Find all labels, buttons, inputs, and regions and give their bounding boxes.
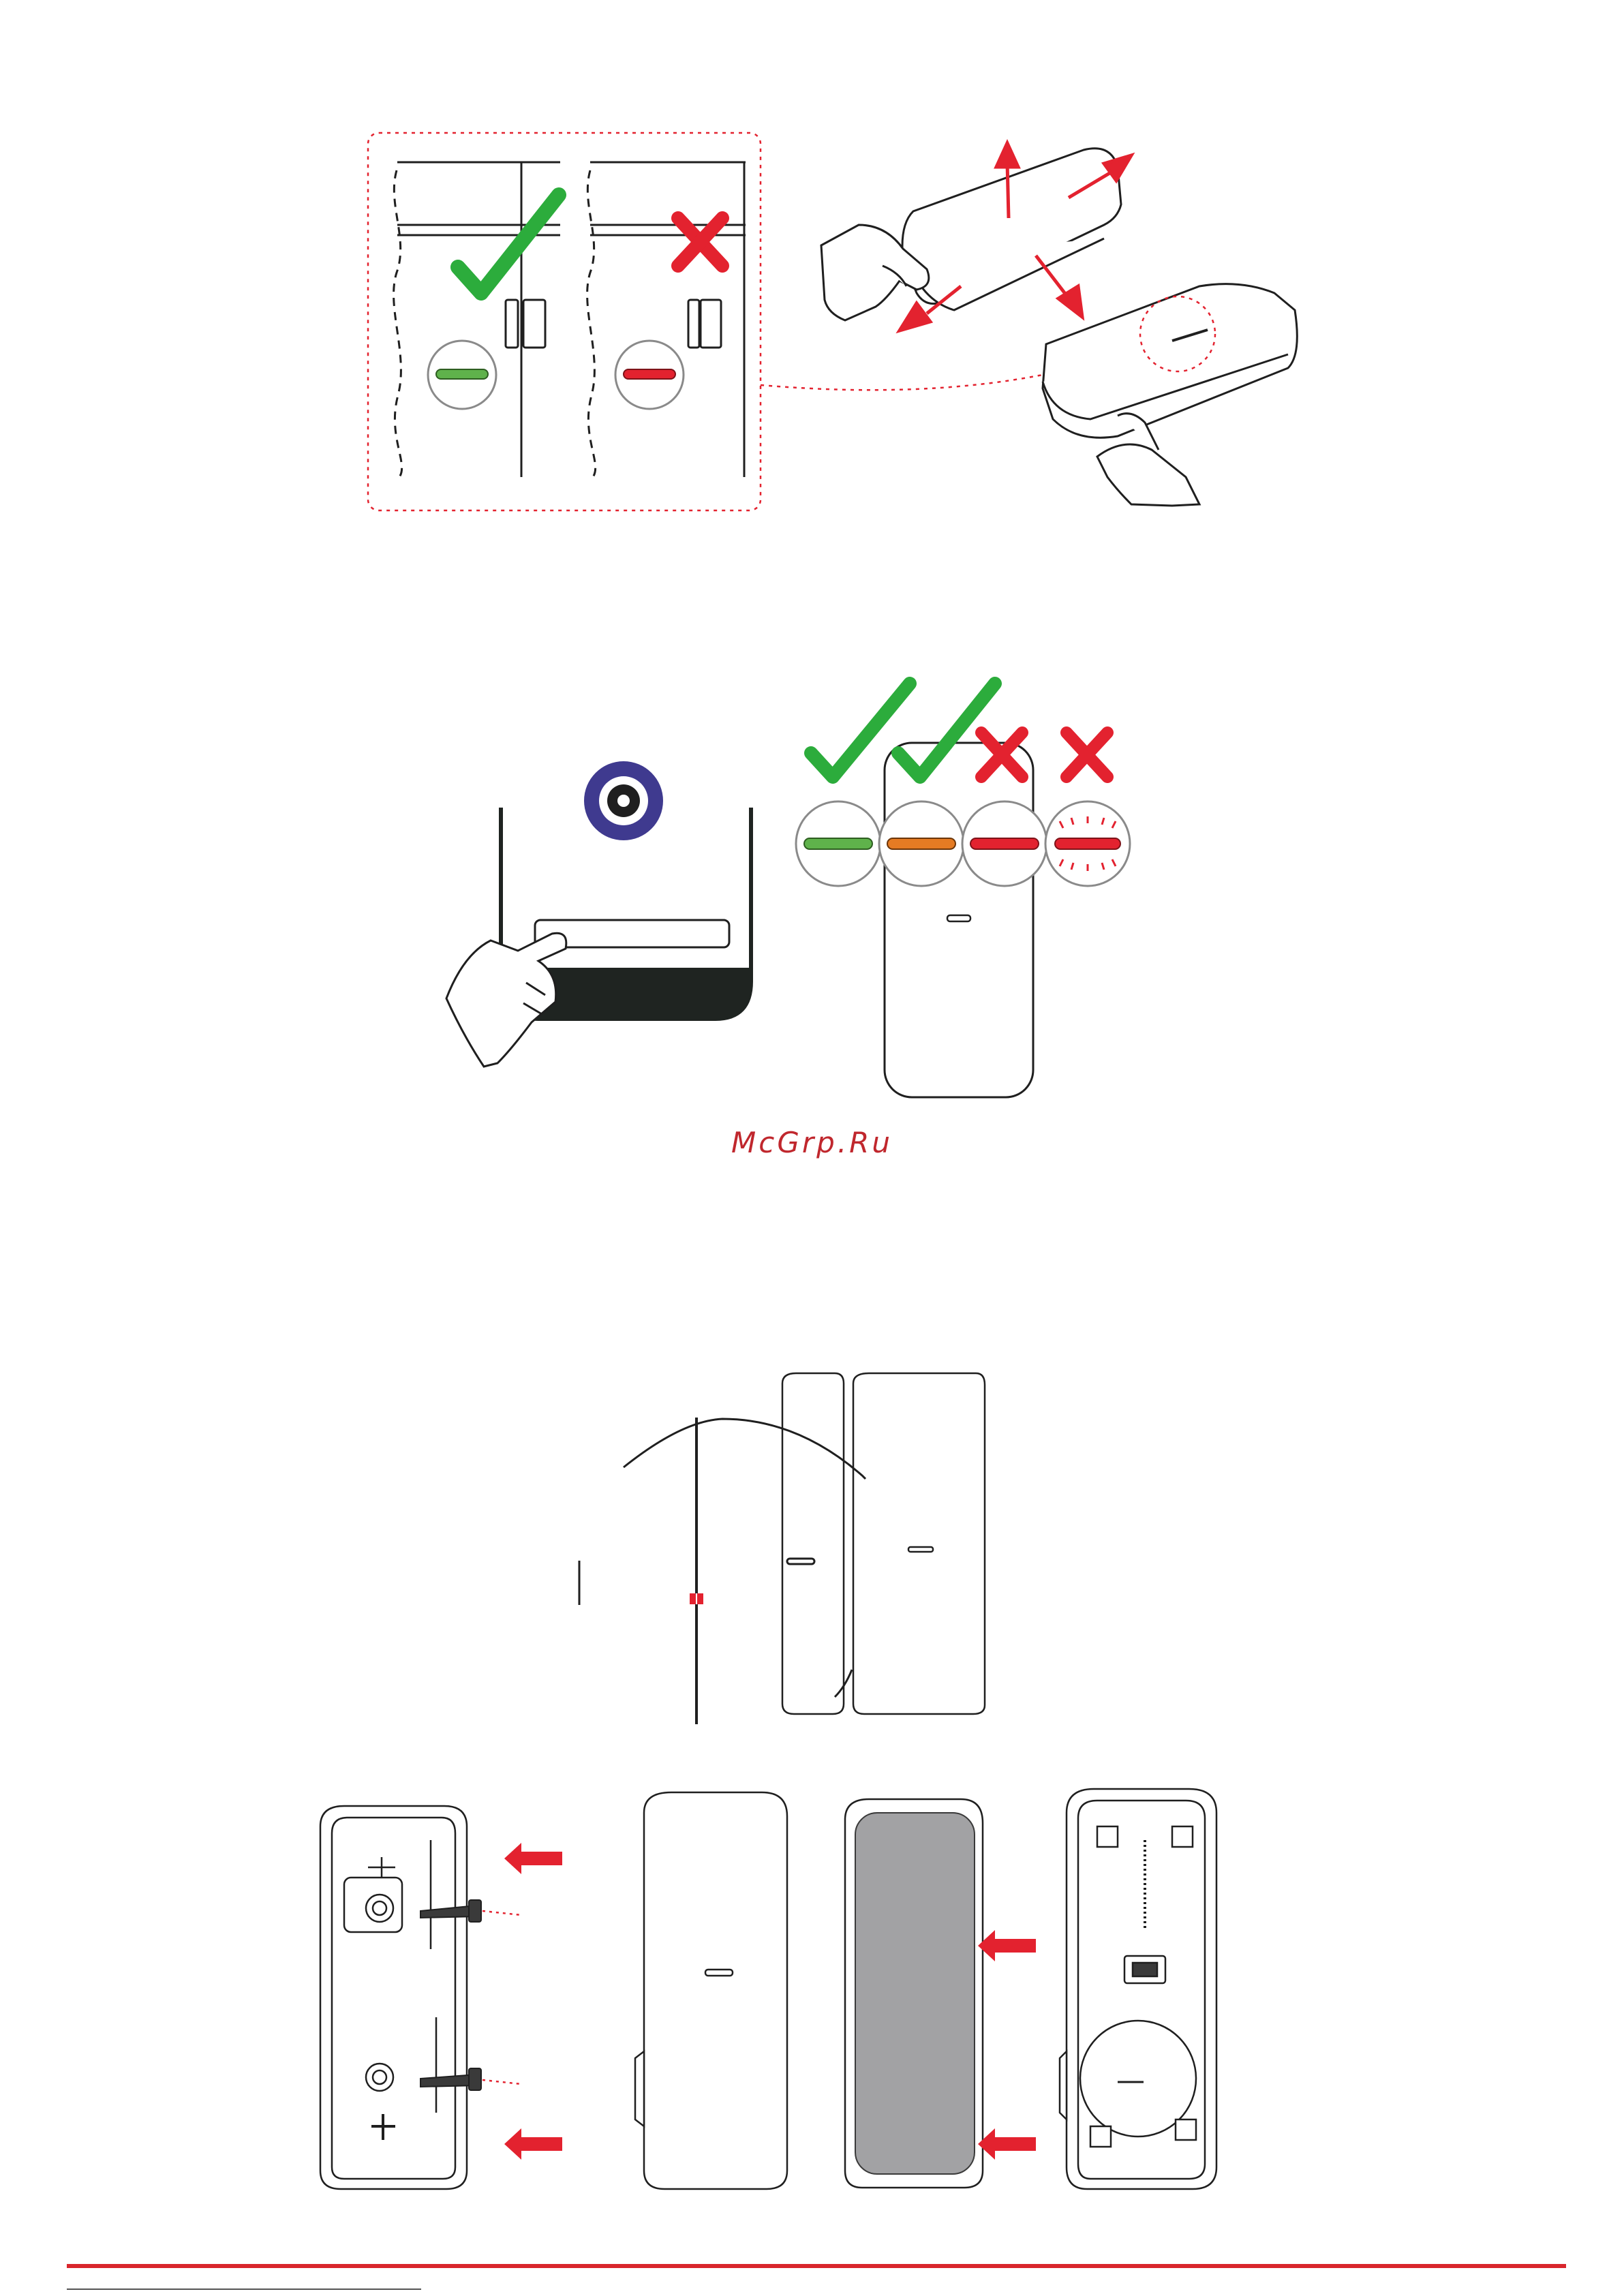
adhesive-pad-icon [845, 1799, 983, 2188]
front-cover [635, 1792, 787, 2189]
arrow-icon [504, 1843, 562, 2160]
footer-line [67, 2289, 421, 2290]
arrow-icon [978, 1930, 1036, 2160]
footer-rule [67, 2264, 1566, 2268]
back-plate [320, 1806, 467, 2189]
fig-mounting-steps [0, 0, 1624, 2249]
battery-compartment-icon [1060, 1789, 1216, 2189]
